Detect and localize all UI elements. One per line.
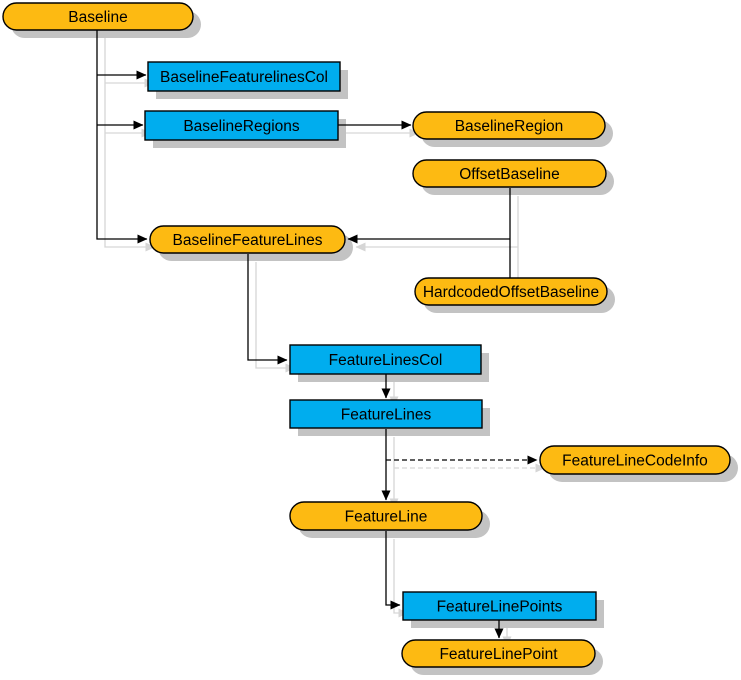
edge-baseline-to-baseline-feature-lines	[96, 30, 148, 244]
node-feature-line-points[interactable]: FeatureLinePoints	[402, 591, 597, 621]
node-label: BaselineRegion	[455, 118, 564, 135]
nodes: BaselineBaselineFeaturelinesColBaselineR…	[2, 2, 731, 668]
node-label: FeatureLine	[345, 509, 428, 526]
node-feature-line[interactable]: FeatureLine	[289, 501, 483, 531]
node-baseline-featurelines-col[interactable]: BaselineFeaturelinesCol	[147, 61, 341, 92]
node-feature-lines-col[interactable]: FeatureLinesCol	[289, 344, 482, 375]
node-label: BaselineRegions	[183, 118, 300, 135]
node-label: FeatureLines	[341, 407, 432, 424]
edges	[96, 30, 538, 639]
node-label: FeatureLineCodeInfo	[562, 453, 708, 470]
node-label: BaselineFeatureLines	[173, 232, 323, 249]
node-rect-shape[interactable]	[144, 110, 339, 141]
node-pill-shape[interactable]	[401, 639, 596, 668]
edge-feature-line-to-feature-line-points	[385, 531, 401, 610]
node-pill-shape[interactable]	[289, 501, 483, 531]
node-pill-shape[interactable]	[539, 445, 731, 475]
node-baseline-feature-lines[interactable]: BaselineFeatureLines	[149, 225, 346, 254]
node-hardcoded-offset-baseline[interactable]: HardcodedOffsetBaseline	[414, 277, 608, 306]
edge-shadow-baseline-feature-lines-to-feature-lines-col	[255, 262, 296, 373]
node-pill-shape[interactable]	[414, 277, 608, 306]
edge-baseline-feature-lines-to-feature-lines-col	[247, 254, 288, 365]
node-feature-line-point[interactable]: FeatureLinePoint	[401, 639, 596, 668]
node-shadows	[11, 11, 738, 675]
node-feature-line-code-info[interactable]: FeatureLineCodeInfo	[539, 445, 731, 475]
node-rect-shape[interactable]	[402, 591, 597, 621]
node-offset-baseline[interactable]: OffsetBaseline	[412, 159, 607, 188]
node-label: FeatureLinePoints	[437, 599, 563, 616]
node-baseline-region[interactable]: BaselineRegion	[412, 111, 606, 140]
edge-shadow-baseline-to-baseline-feature-lines	[104, 38, 156, 252]
node-label: FeatureLinePoint	[439, 646, 558, 663]
node-pill-shape[interactable]	[2, 2, 194, 31]
node-pill-shape[interactable]	[412, 111, 606, 140]
node-rect-shape[interactable]	[147, 61, 341, 92]
node-label: OffsetBaseline	[459, 166, 560, 183]
node-rect-shape[interactable]	[289, 344, 482, 375]
node-baseline-regions[interactable]: BaselineRegions	[144, 110, 339, 141]
node-label: FeatureLinesCol	[329, 352, 443, 369]
node-label: Baseline	[68, 9, 127, 26]
node-feature-lines[interactable]: FeatureLines	[289, 399, 483, 429]
node-label: BaselineFeaturelinesCol	[160, 69, 328, 86]
node-pill-shape[interactable]	[412, 159, 607, 188]
node-rect-shape[interactable]	[289, 399, 483, 429]
node-label: HardcodedOffsetBaseline	[423, 284, 599, 301]
node-pill-shape[interactable]	[149, 225, 346, 254]
node-baseline[interactable]: Baseline	[2, 2, 194, 31]
